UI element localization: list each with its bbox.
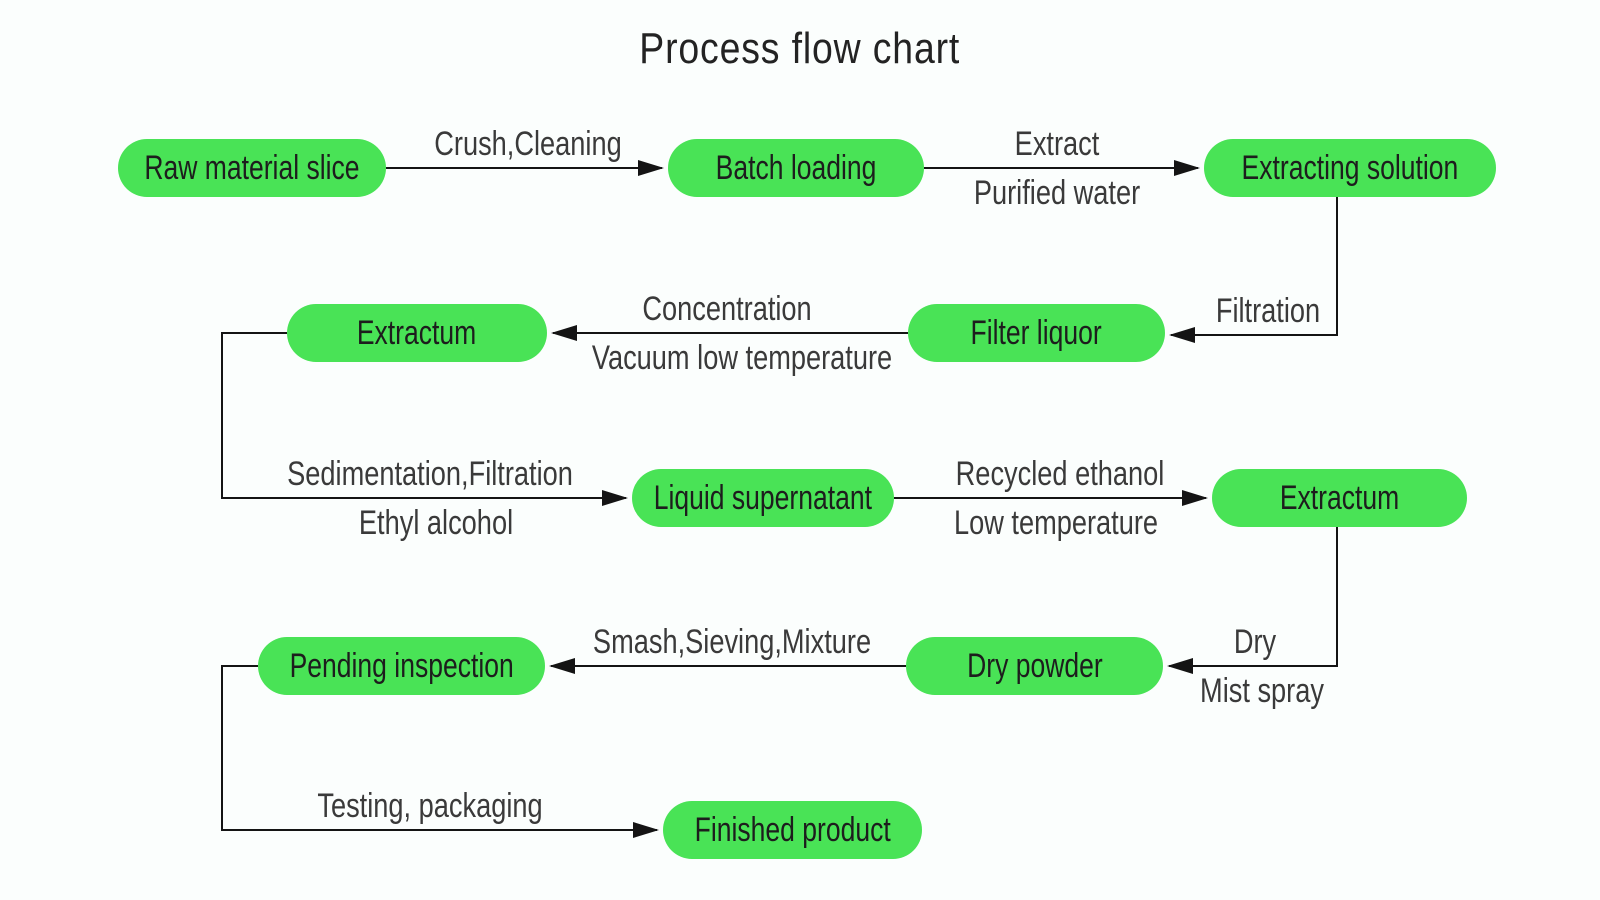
node-filter-liquor: Filter liquor [908, 304, 1165, 362]
edge-label-text: Mist spray [1200, 672, 1324, 710]
edge-label-above: Testing, packaging [289, 787, 571, 826]
edge-label-text: Purified water [973, 174, 1141, 212]
edge-label-text: Ethyl alcohol [358, 504, 514, 542]
node-label: Dry powder [966, 646, 1103, 685]
node-label: Pending inspection [289, 646, 514, 685]
edge-extracting-to-filter [1169, 197, 1338, 343]
node-label: Raw material slice [144, 148, 360, 187]
edge-extractum-to-supernatant [221, 332, 628, 506]
edge-label-text: Vacuum low temperature [591, 339, 893, 377]
edge-label-text: Testing, packaging [317, 787, 543, 825]
edge-label-above: Crush,Cleaning [411, 125, 645, 164]
edge-label-text: Concentration [642, 290, 812, 328]
node-label: Extractum [357, 313, 477, 352]
edge-label-text: Low temperature [953, 504, 1159, 542]
edge-pending-to-finished [221, 665, 659, 838]
edge-extractum2-to-drypowder [1167, 527, 1338, 674]
chart-title-text: Process flow chart [639, 24, 961, 73]
node-label: Batch loading [715, 148, 877, 187]
edge-label-above: Smash,Sieving,Mixture [558, 623, 906, 662]
edge-label-text: Dry [1233, 623, 1277, 661]
edge-label-text: Extract [1014, 125, 1100, 163]
edge-label-above: Extract [1004, 125, 1110, 164]
edge-label-below: Purified water [953, 174, 1161, 213]
node-batch-loading: Batch loading [668, 139, 924, 197]
edge-label-above: Filtration [1203, 292, 1333, 331]
edge-label-above: Sedimentation,Filtration [251, 455, 608, 494]
edge-label-text: Filtration [1215, 292, 1321, 330]
node-label: Filter liquor [970, 313, 1103, 352]
node-pending-inspection: Pending inspection [258, 637, 545, 695]
edge-label-text: Crush,Cleaning [434, 125, 622, 163]
node-extractum-1: Extractum [287, 304, 547, 362]
edge-label-above: Dry [1229, 623, 1282, 662]
node-label: Finished product [694, 810, 891, 849]
edge-label-below: Mist spray [1185, 672, 1340, 711]
node-extracting-solution: Extracting solution [1204, 139, 1496, 197]
edge-label-below: Vacuum low temperature [554, 339, 929, 378]
node-label: Extracting solution [1241, 148, 1459, 187]
node-liquid-supernatant: Liquid supernatant [632, 469, 894, 527]
node-finished-product: Finished product [663, 801, 922, 859]
node-extractum-2: Extractum [1212, 469, 1467, 527]
edge-label-below: Ethyl alcohol [340, 504, 533, 543]
chart-title: Process flow chart [0, 24, 1600, 74]
node-label: Extractum [1279, 478, 1400, 517]
edge-label-above: Recycled ethanol [930, 455, 1191, 494]
edge-label-text: Smash,Sieving,Mixture [592, 623, 872, 661]
edge-label-text: Sedimentation,Filtration [287, 455, 573, 493]
node-dry-powder: Dry powder [906, 637, 1163, 695]
node-raw-material-slice: Raw material slice [118, 139, 386, 197]
node-label: Liquid supernatant [653, 478, 873, 517]
edge-label-below: Low temperature [928, 504, 1183, 543]
edge-label-text: Recycled ethanol [955, 455, 1165, 493]
edge-label-above: Concentration [621, 290, 833, 329]
